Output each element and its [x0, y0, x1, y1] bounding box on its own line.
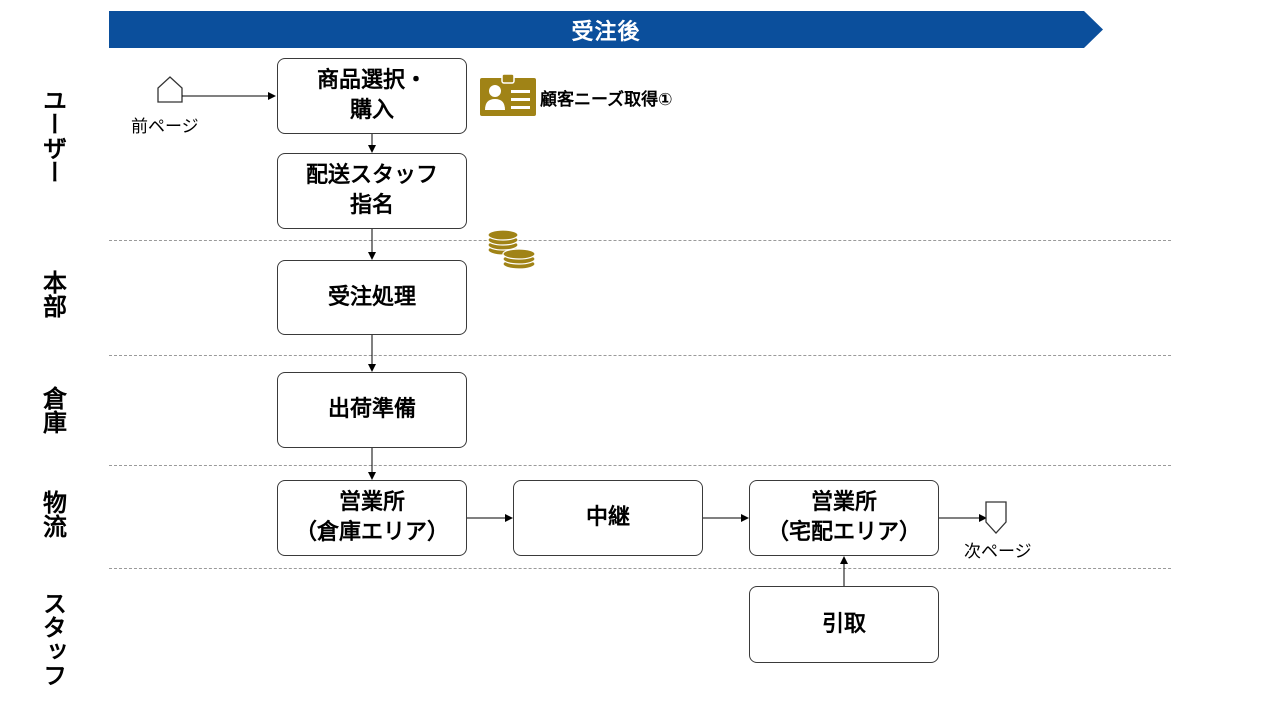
lane-label-logistics: 物流: [38, 490, 67, 538]
id-card-icon: [480, 74, 536, 116]
coins-icon: [487, 229, 536, 270]
node-product-select: 商品選択・ 購入: [277, 58, 467, 134]
node-office-warehouse: 営業所 （倉庫エリア）: [277, 480, 467, 556]
node-ship-prep: 出荷準備: [277, 372, 467, 448]
phase-title: 受注後: [571, 19, 641, 45]
node-office-delivery: 営業所 （宅配エリア）: [749, 480, 939, 556]
node-relay: 中継: [513, 480, 703, 556]
lane-label-hq: 本部: [38, 270, 67, 318]
lane-divider: [109, 355, 1171, 356]
node-pickup: 引取: [749, 586, 939, 663]
node-assign-staff: 配送スタッフ 指名: [277, 153, 467, 229]
lane-divider: [109, 465, 1171, 466]
phase-banner: 受注後: [109, 11, 1103, 48]
node-order-process: 受注処理: [277, 260, 467, 335]
lane-label-user: ユーザー: [38, 88, 67, 184]
next-page-connector: [985, 501, 1007, 534]
lane-divider: [109, 240, 1171, 241]
prev-page-connector: [157, 76, 183, 103]
customer-needs-label: 顧客ニーズ取得①: [540, 90, 673, 110]
lane-label-warehouse: 倉庫: [38, 386, 67, 434]
lane-divider: [109, 568, 1171, 569]
prev-page-label: 前ページ: [131, 117, 199, 137]
lane-label-staff: スタッフ: [38, 591, 67, 687]
next-page-label: 次ページ: [964, 542, 1032, 562]
